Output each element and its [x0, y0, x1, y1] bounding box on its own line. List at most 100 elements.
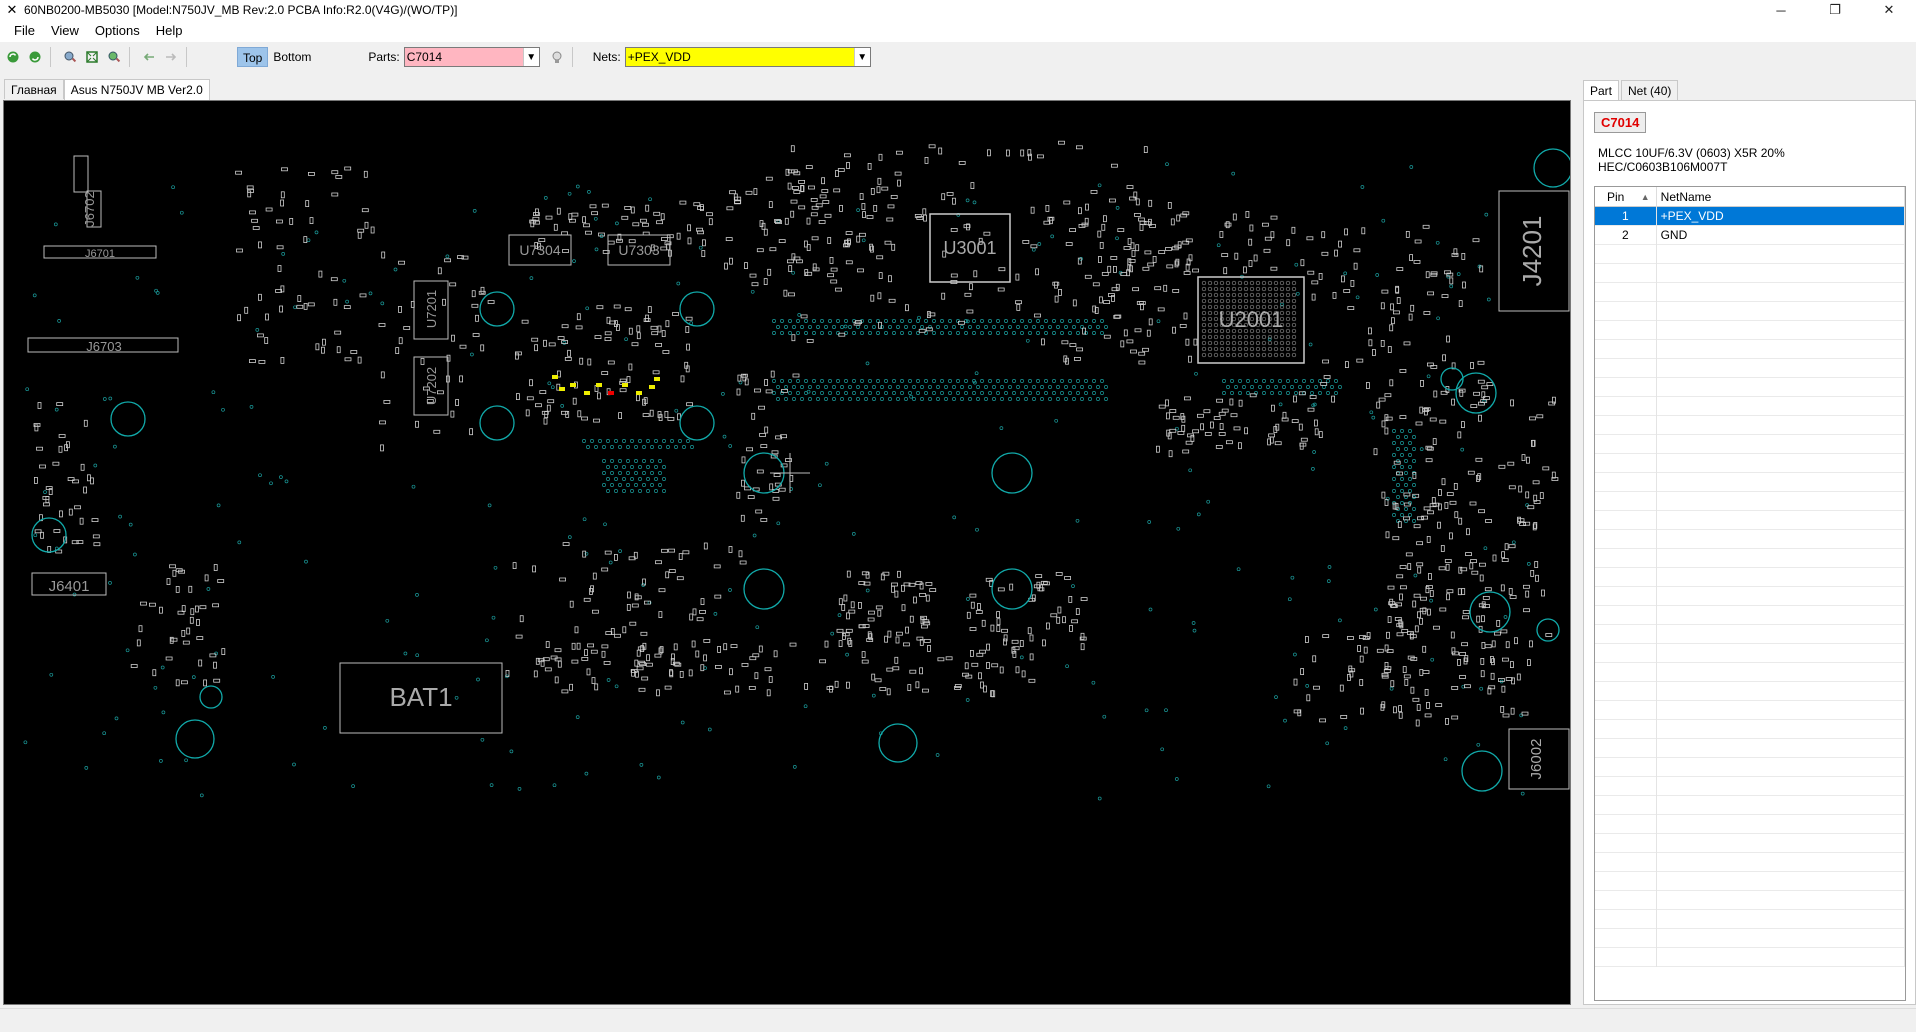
label-u2001: U2001 — [1219, 307, 1284, 332]
net-cell — [1657, 435, 1905, 454]
zoom-in-icon[interactable] — [105, 48, 123, 66]
table-row — [1595, 587, 1905, 606]
tab-net[interactable]: Net (40) — [1621, 80, 1679, 100]
zoom-out-icon[interactable] — [61, 48, 79, 66]
pin-cell — [1595, 834, 1657, 853]
net-cell — [1657, 473, 1905, 492]
u7304-outline[interactable] — [508, 234, 572, 266]
nets-label: Nets: — [592, 50, 621, 64]
bulb-icon[interactable] — [548, 48, 566, 66]
part-description: MLCC 10UF/6.3V (0603) X5R 20% HEC/C0603B… — [1598, 146, 1785, 174]
pin-cell — [1595, 910, 1657, 929]
tab-home[interactable]: Главная — [4, 79, 64, 99]
pin-cell — [1595, 473, 1657, 492]
menu-view[interactable]: View — [50, 23, 79, 38]
j4201-outline[interactable] — [1498, 190, 1570, 312]
j6701-outline[interactable] — [43, 245, 157, 259]
net-cell — [1657, 568, 1905, 587]
col-pin-header[interactable]: Pin▲ — [1595, 187, 1657, 207]
table-row — [1595, 929, 1905, 948]
fit-icon[interactable] — [83, 48, 101, 66]
net-cell — [1657, 739, 1905, 758]
label-j6702: J6702 — [82, 191, 97, 226]
pin-cell — [1595, 454, 1657, 473]
parts-combo[interactable]: C7014 ▼ — [403, 47, 540, 67]
pin-cell — [1595, 568, 1657, 587]
panel-tabs: Part Net (40) — [1583, 80, 1916, 100]
u7201-outline[interactable] — [413, 280, 449, 340]
pin-cell: 1 — [1595, 207, 1657, 226]
chevron-down-icon[interactable]: ▼ — [853, 48, 870, 66]
table-row — [1595, 359, 1905, 378]
table-row[interactable]: 1+PEX_VDD — [1595, 207, 1905, 226]
net-cell — [1657, 454, 1905, 473]
j6401-outline[interactable] — [31, 572, 107, 596]
col-pin-label: Pin — [1607, 190, 1625, 204]
pcb-drawing[interactable]: J6702 J6701 J6703 J6401 U7304 U7303 U720… — [4, 101, 1570, 1004]
nets-input[interactable]: +PEX_VDD — [625, 48, 854, 66]
j6702-outline[interactable] — [86, 190, 102, 228]
net-cell — [1657, 910, 1905, 929]
table-row — [1595, 321, 1905, 340]
refresh-icon[interactable] — [4, 48, 22, 66]
pin-cell — [1595, 378, 1657, 397]
forward-icon[interactable] — [162, 48, 180, 66]
net-cell — [1657, 302, 1905, 321]
j6002-outline[interactable] — [1508, 728, 1570, 790]
side-top-button[interactable]: Top — [237, 47, 269, 67]
table-row — [1595, 245, 1905, 264]
table-row — [1595, 378, 1905, 397]
minimize-button[interactable]: ─ — [1776, 2, 1786, 18]
table-row — [1595, 435, 1905, 454]
side-bottom-button[interactable]: Bottom — [273, 50, 312, 64]
tab-board[interactable]: Asus N750JV MB Ver2.0 — [63, 79, 210, 100]
u2001-outline[interactable] — [1197, 276, 1305, 364]
j6703-outline[interactable] — [27, 337, 179, 353]
net-cell — [1657, 872, 1905, 891]
net-cell — [1657, 606, 1905, 625]
toolbar-separator — [571, 47, 573, 67]
label-u7201: U7201 — [424, 290, 439, 328]
table-row — [1595, 720, 1905, 739]
pin-cell — [1595, 663, 1657, 682]
pin-cell — [1595, 739, 1657, 758]
reload-icon[interactable] — [26, 48, 44, 66]
close-button[interactable]: ✕ — [1883, 2, 1895, 17]
label-j6703: J6703 — [86, 339, 121, 354]
col-net-header[interactable]: NetName — [1657, 187, 1905, 207]
pcb-canvas[interactable]: J6702 J6701 J6703 J6401 U7304 U7303 U720… — [3, 100, 1571, 1005]
table-row — [1595, 815, 1905, 834]
table-row — [1595, 644, 1905, 663]
nets-combo[interactable]: +PEX_VDD ▼ — [624, 47, 871, 67]
menu-help[interactable]: Help — [155, 23, 183, 38]
u3001-outline[interactable] — [929, 213, 1011, 283]
net-cell — [1657, 492, 1905, 511]
pin-cell — [1595, 245, 1657, 264]
maximize-button[interactable]: ❐ — [1829, 2, 1841, 17]
bat1-outline[interactable] — [339, 662, 503, 734]
chevron-down-icon[interactable]: ▼ — [522, 48, 539, 66]
net-cell — [1657, 948, 1905, 967]
title-bar: ✕ 60NB0200-MB5030 [Model:N750JV_MB Rev:2… — [0, 0, 1916, 20]
parts-input[interactable]: C7014 — [404, 48, 523, 66]
net-cell — [1657, 682, 1905, 701]
back-icon[interactable] — [140, 48, 158, 66]
menu-options[interactable]: Options — [94, 23, 140, 38]
net-cell — [1657, 929, 1905, 948]
pin-cell — [1595, 682, 1657, 701]
window-controls: ─ ❐ ✕ — [1754, 0, 1916, 20]
tab-part[interactable]: Part — [1583, 80, 1620, 100]
table-row — [1595, 606, 1905, 625]
table-row — [1595, 454, 1905, 473]
u7202-outline[interactable] — [413, 356, 449, 416]
component-pads — [33, 140, 1559, 727]
net-cell — [1657, 283, 1905, 302]
u7303-outline[interactable] — [607, 234, 671, 266]
net-cell — [1657, 511, 1905, 530]
table-row — [1595, 872, 1905, 891]
net-cell — [1657, 758, 1905, 777]
menu-file[interactable]: File — [14, 23, 35, 38]
pin-cell: 2 — [1595, 226, 1657, 245]
